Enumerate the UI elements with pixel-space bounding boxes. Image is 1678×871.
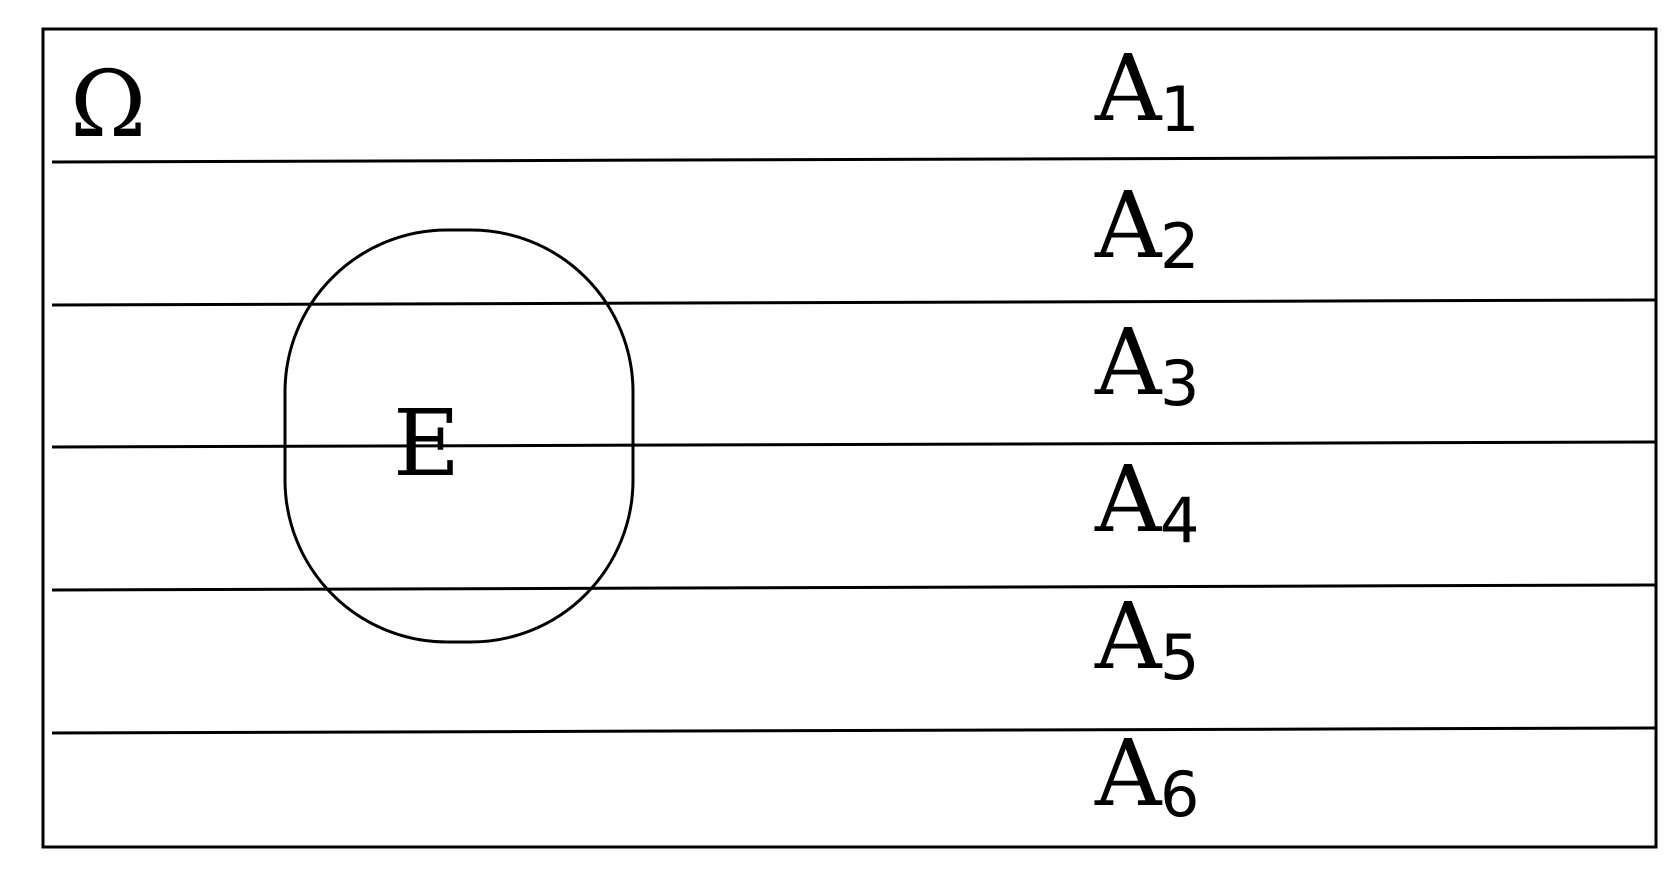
- svg-text:A: A: [1094, 720, 1163, 827]
- partition-label-5: A 5: [1094, 583, 1199, 694]
- partition-label-1: A 1: [1094, 35, 1199, 146]
- svg-text:5: 5: [1160, 621, 1199, 694]
- svg-text:1: 1: [1160, 73, 1199, 146]
- svg-text:3: 3: [1160, 347, 1199, 420]
- partition-label-4: A 4: [1094, 446, 1199, 557]
- svg-text:4: 4: [1160, 484, 1199, 557]
- partition-divider-2: [51, 298, 1656, 307]
- svg-text:A: A: [1094, 172, 1163, 279]
- svg-text:A: A: [1094, 309, 1163, 416]
- event-label: E: [393, 390, 460, 497]
- partition-divider-1: [51, 155, 1656, 164]
- universe-label: Ω: [70, 51, 146, 158]
- partition-divider-5: [51, 726, 1656, 735]
- partition-label-3: A 3: [1094, 309, 1199, 420]
- event-shape: [283, 228, 635, 644]
- svg-text:2: 2: [1160, 210, 1199, 283]
- partition-label-6: A 6: [1094, 720, 1199, 831]
- svg-text:A: A: [1094, 35, 1163, 142]
- partition-divider-3: [51, 440, 1656, 449]
- universe-rectangle: [41, 27, 1658, 849]
- svg-text:A: A: [1094, 446, 1163, 553]
- svg-text:6: 6: [1160, 758, 1199, 831]
- svg-text:A: A: [1094, 583, 1163, 690]
- partition-label-2: A 2: [1094, 172, 1199, 283]
- partition-divider-4: [51, 583, 1656, 592]
